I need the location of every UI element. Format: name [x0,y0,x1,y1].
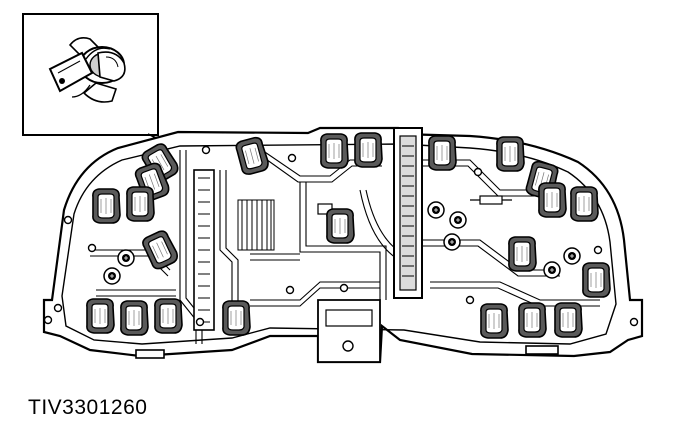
instrument-cluster-back-icon [42,126,644,364]
detail-inset [22,13,159,136]
bulb-socket-icon [48,37,126,103]
figure-id-label: TIV3301260 [28,396,148,419]
